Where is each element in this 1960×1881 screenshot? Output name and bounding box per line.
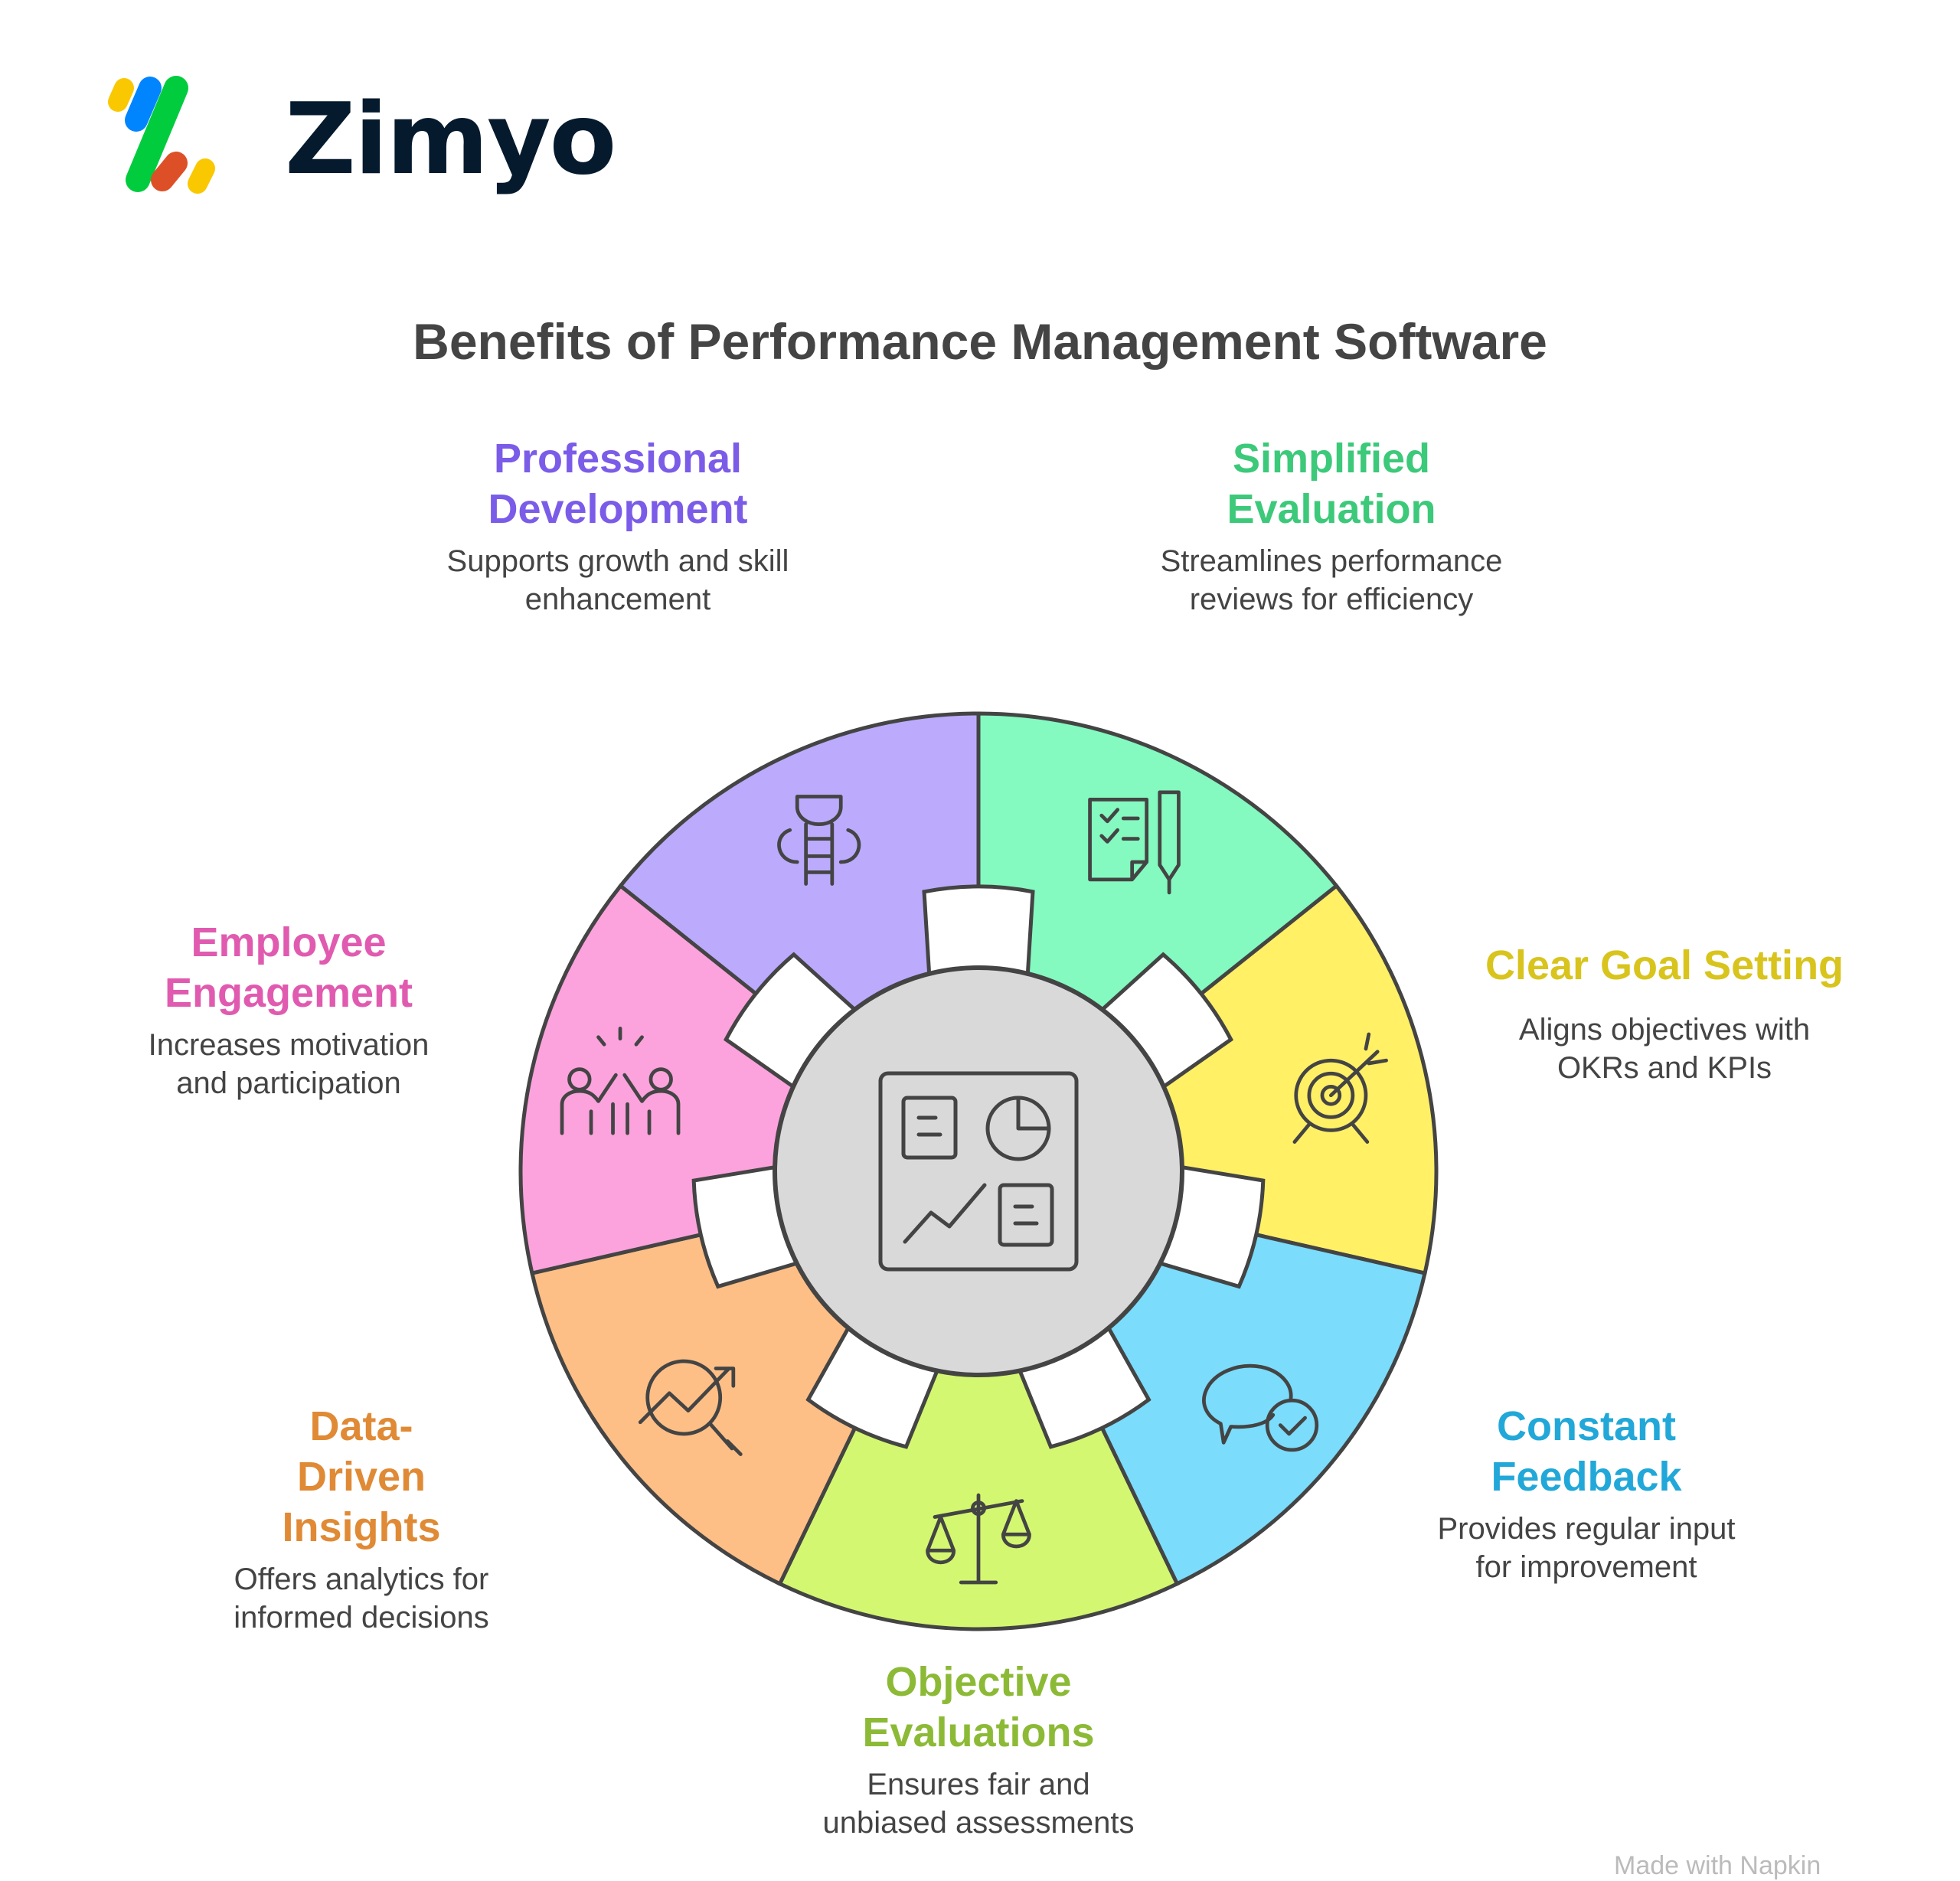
segment-heading: Objective Evaluations xyxy=(862,1659,1095,1755)
segment-description: Aligns objectives with OKRs and KPIs xyxy=(1518,1013,1811,1085)
ring-gap xyxy=(922,884,1035,977)
label-clear-goal-setting: Clear Goal Setting Aligns objectives wit… xyxy=(1465,940,1864,1087)
segment-heading: Professional Development xyxy=(488,436,748,532)
dashboard-icon xyxy=(878,1071,1079,1272)
high-five-icon xyxy=(560,1027,681,1135)
trophy-ladder-icon xyxy=(777,795,861,886)
label-constant-feedback: Constant Feedback Provides regular input… xyxy=(1418,1401,1755,1586)
segment-description: Ensures fair and unbiased assessments xyxy=(822,1768,1135,1840)
label-data-driven-insights: Data-Driven Insights Offers analytics fo… xyxy=(208,1401,514,1637)
segment-heading: Simplified Evaluation xyxy=(1227,436,1436,532)
segment-heading: Employee Engagement xyxy=(164,919,413,1016)
page-title: Benefits of Performance Management Softw… xyxy=(413,313,1547,370)
brand-name: Zimyo xyxy=(285,83,616,197)
chart-magnifier-icon xyxy=(638,1359,743,1456)
chat-check-icon xyxy=(1202,1363,1319,1452)
segment-description: Increases motivation and participation xyxy=(148,1028,430,1100)
target-arrow-icon xyxy=(1292,1032,1388,1144)
label-simplified-evaluation: Simplified Evaluation Streamlines perfor… xyxy=(1140,433,1523,619)
segment-description: Streamlines performance reviews for effi… xyxy=(1160,544,1503,616)
label-professional-development: Professional Development Supports growth… xyxy=(381,433,855,619)
segment-heading: Data-Driven Insights xyxy=(282,1403,441,1550)
watermark: Made with Napkin xyxy=(1614,1851,1821,1880)
segment-description: Offers analytics for informed decisions xyxy=(234,1563,489,1634)
label-objective-evaluations: Objective Evaluations Ensures fair and u… xyxy=(802,1657,1155,1842)
label-employee-engagement: Employee Engagement Increases motivation… xyxy=(128,917,449,1102)
segment-heading: Clear Goal Setting xyxy=(1485,942,1844,988)
segment-heading: Constant Feedback xyxy=(1491,1403,1682,1500)
balance-scale-icon xyxy=(926,1493,1031,1585)
center-hub xyxy=(773,965,1184,1377)
segment-description: Supports growth and skill enhancement xyxy=(446,544,789,616)
checklist-pen-icon xyxy=(1088,790,1181,895)
zimyo-logo-icon xyxy=(108,76,215,194)
segment-description: Provides regular input for improvement xyxy=(1437,1512,1736,1584)
